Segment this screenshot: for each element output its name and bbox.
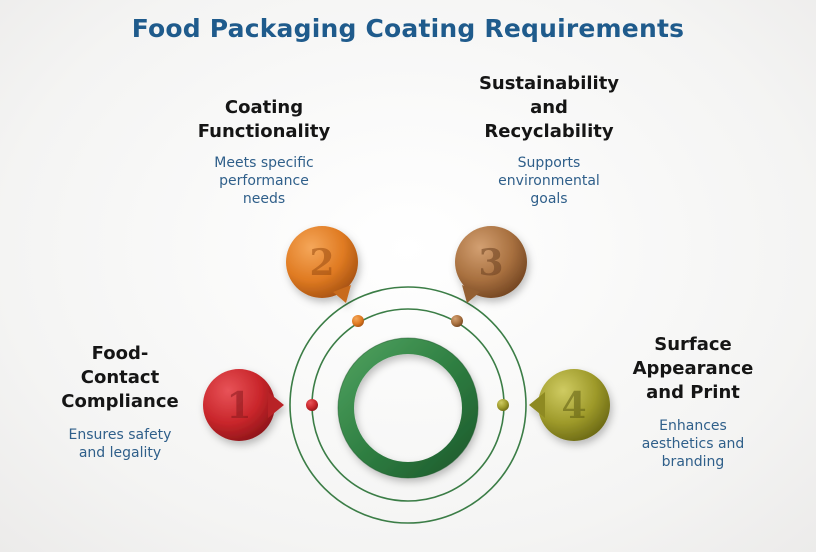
item-3-description: Supports environmental goals [498,155,600,207]
item-4: Surface Appearance and Print Enhances ae… [618,333,768,471]
item-1-heading: Food- Contact Compliance [61,343,179,412]
marker-3-number: 3 [478,242,503,284]
marker-4-number: 4 [561,385,586,427]
item-1-description: Ensures safety and legality [68,427,172,461]
bead-2 [352,315,364,327]
item-4-heading: Surface Appearance and Print [632,334,754,403]
marker-3: 3 [455,226,527,303]
item-1: Food- Contact Compliance Ensures safety … [45,342,195,462]
marker-1-number: 1 [226,385,251,427]
item-2-heading: Coating Functionality [197,97,331,142]
marker-1: 1 [203,369,284,441]
item-4-description: Enhances aesthetics and branding [641,418,745,470]
outer-orbit [289,286,527,524]
marker-2-number: 2 [309,242,334,284]
center-ring-edge [337,337,479,479]
bead-3 [451,315,463,327]
marker-4: 4 [529,369,610,441]
item-3-heading: Sustainability and Recyclability [478,73,620,142]
bead-1 [306,399,318,411]
item-2: Coating Functionality Meets specific per… [174,96,354,208]
marker-2: 2 [286,226,358,303]
bead-4 [497,399,509,411]
item-2-description: Meets specific performance needs [214,155,314,207]
center-ring [338,338,478,478]
page-title: Food Packaging Coating Requirements [131,14,685,43]
item-3: Sustainability and Recyclability Support… [464,72,634,208]
